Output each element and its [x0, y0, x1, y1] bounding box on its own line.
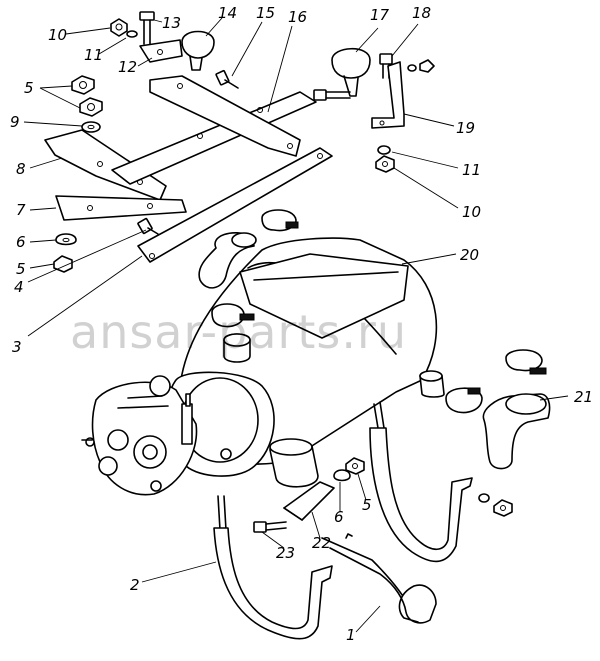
callout-1: 1 — [346, 626, 356, 644]
washer-6-bottom — [333, 469, 351, 482]
support-bar-7 — [55, 195, 187, 221]
washer-small-18 — [407, 59, 435, 73]
clamp-14 — [181, 30, 215, 71]
callout-6-left: 6 — [16, 233, 26, 251]
elbow-pipe-upper — [198, 232, 257, 289]
clamp-inlet — [211, 303, 255, 328]
callout-13: 13 — [162, 14, 181, 32]
callout-22: 22 — [312, 534, 331, 552]
nut-5-bottom — [345, 457, 365, 475]
callout-10-right: 10 — [462, 203, 481, 221]
callout-20: 20 — [460, 246, 479, 264]
callout-21: 21 — [574, 388, 593, 406]
callout-15: 15 — [256, 4, 275, 22]
bolt-long-right — [313, 89, 351, 101]
nut-5-lower — [79, 97, 103, 117]
callout-5-left: 5 — [16, 260, 26, 278]
callout-11-top: 11 — [84, 46, 103, 64]
bolt-4 — [137, 217, 159, 235]
washer-11-top — [126, 30, 138, 38]
callout-2: 2 — [130, 576, 140, 594]
callout-10-top: 10 — [48, 26, 67, 44]
clamp-right-upper — [505, 349, 547, 375]
washer-9 — [81, 121, 101, 133]
callout-12: 12 — [118, 58, 137, 76]
clamp-right-lower — [445, 387, 483, 414]
callout-7: 7 — [16, 201, 26, 219]
washer-11-right — [377, 145, 391, 155]
callout-23: 23 — [276, 544, 295, 562]
nut-10-top — [110, 18, 128, 37]
inlet-pipe — [223, 333, 251, 363]
callout-9: 9 — [10, 113, 20, 131]
callout-11-right: 11 — [462, 161, 481, 179]
strap-2 — [213, 495, 333, 640]
bolt-13 — [139, 11, 155, 45]
callout-labels: 10 11 13 12 14 15 16 5 9 8 7 6 5 4 3 17 … — [10, 4, 593, 644]
watermark: ansar-parts.ru — [70, 305, 407, 359]
nut-10-right — [375, 155, 395, 173]
callout-6-bottom: 6 — [334, 508, 344, 526]
outlet-stub — [269, 438, 319, 488]
washer-right-bottom — [478, 493, 490, 503]
callout-5-bottom: 5 — [362, 496, 372, 514]
strap-1 — [321, 533, 437, 624]
nut-right-bottom — [493, 499, 513, 517]
leader-lines — [23, 17, 569, 633]
callout-17: 17 — [370, 6, 390, 24]
nut-5-upper — [71, 75, 95, 95]
bolt-23 — [253, 521, 287, 533]
strap-3 — [137, 147, 333, 263]
callout-19: 19 — [456, 119, 475, 137]
callout-18: 18 — [412, 4, 431, 22]
bracket-19 — [371, 61, 405, 129]
bracket-12 — [139, 39, 183, 63]
crossbeam-16 — [111, 75, 317, 185]
callout-8: 8 — [16, 160, 26, 178]
heater-assembly — [81, 371, 275, 496]
callout-14: 14 — [218, 4, 237, 22]
clamp-22 — [283, 481, 335, 521]
muffler-outlet-right — [419, 370, 445, 398]
clamp-17 — [331, 48, 371, 97]
elbow-pipe-21 — [482, 393, 551, 470]
callout-5-upper: 5 — [24, 79, 34, 97]
clamp-upper-center — [261, 209, 299, 232]
strap-right — [369, 401, 473, 563]
callout-3: 3 — [12, 338, 22, 356]
washer-6-left — [55, 233, 77, 246]
nut-5-left — [53, 255, 73, 273]
callout-16: 16 — [288, 8, 307, 26]
bolt-15 — [215, 69, 239, 89]
callout-4: 4 — [14, 278, 24, 296]
